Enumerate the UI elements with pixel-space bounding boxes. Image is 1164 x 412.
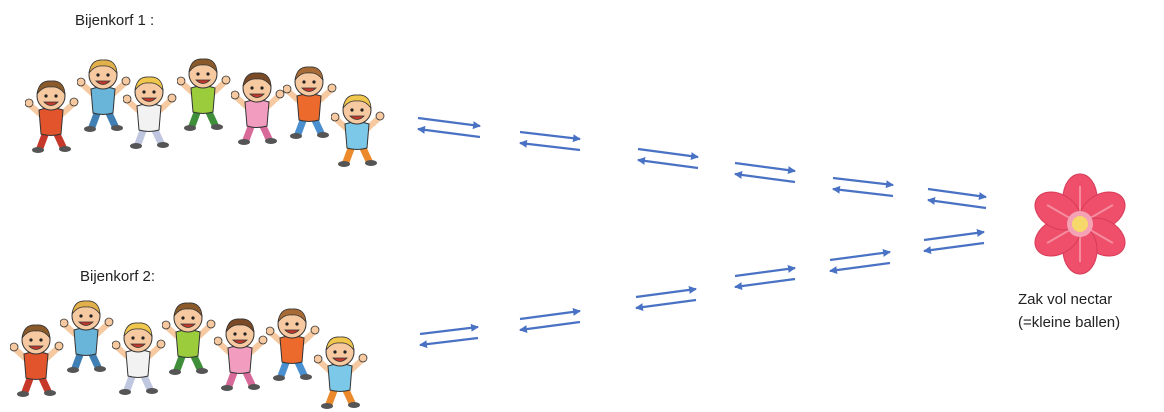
exchange-arrows: [0, 0, 1164, 401]
flower-caption: Zak vol nectar (=kleine ballen): [1018, 288, 1120, 334]
return-arrow: [638, 160, 698, 168]
flower-icon: [1032, 172, 1128, 276]
return-arrow: [735, 174, 795, 182]
return-arrow: [928, 200, 986, 208]
forward-arrow: [638, 149, 698, 157]
forward-arrow: [420, 327, 478, 334]
return-arrow: [830, 263, 890, 271]
return-arrow: [420, 338, 478, 345]
forward-arrow: [636, 289, 696, 297]
forward-arrow: [833, 178, 893, 185]
return-arrow: [735, 279, 795, 287]
forward-arrow: [418, 118, 480, 126]
return-arrow: [833, 189, 893, 196]
return-arrow: [418, 129, 480, 137]
forward-arrow: [928, 189, 986, 197]
return-arrow: [924, 243, 984, 251]
flower-caption-line-2: (=kleine ballen): [1018, 311, 1120, 334]
forward-arrow: [520, 132, 580, 139]
forward-arrow: [735, 163, 795, 171]
forward-arrow: [924, 232, 984, 240]
return-arrow: [636, 300, 696, 308]
forward-arrow: [830, 252, 890, 260]
flower-center: [1072, 216, 1088, 232]
return-arrow: [520, 322, 580, 330]
forward-arrow: [520, 311, 580, 319]
forward-arrow: [735, 268, 795, 276]
return-arrow: [520, 143, 580, 150]
flower-caption-line-1: Zak vol nectar: [1018, 288, 1120, 311]
